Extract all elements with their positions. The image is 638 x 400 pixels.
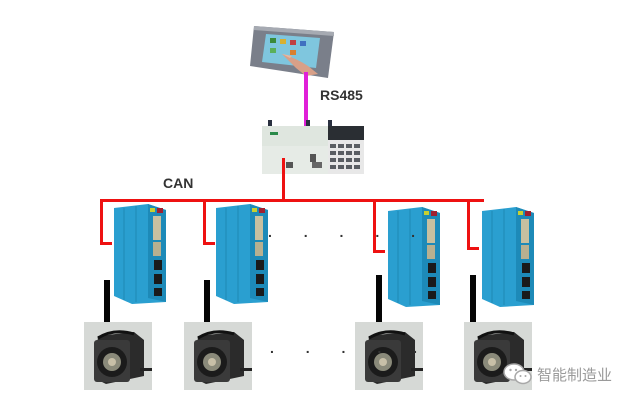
servo-drive-icon <box>216 204 268 304</box>
servo-motor-icon <box>84 322 152 390</box>
watermark: 智能制造业 <box>503 362 612 386</box>
rs485-label: RS485 <box>320 87 363 103</box>
servo-motor-3 <box>355 322 423 390</box>
can-drop-1 <box>100 199 103 245</box>
servo-motor-icon <box>355 322 423 390</box>
can-bus-line <box>100 199 484 202</box>
servo-drive-2 <box>212 204 268 304</box>
can-drop-3-stub <box>373 250 385 253</box>
wechat-icon <box>503 363 532 385</box>
can-drop-2 <box>203 199 206 245</box>
can-drop-2-stub <box>203 242 215 245</box>
can-label: CAN <box>163 175 194 191</box>
motors-ellipsis: . . . . . <box>270 340 432 356</box>
servo-drive-4 <box>478 207 534 307</box>
can-drop-4-stub <box>467 247 479 250</box>
servo-motor-4 <box>464 322 532 390</box>
can-drop-3 <box>373 199 376 253</box>
motor-cable-1 <box>104 280 110 324</box>
motor-cable-2 <box>204 280 210 324</box>
plc-icon <box>262 120 364 174</box>
servo-motor-2 <box>184 322 252 390</box>
servo-drive-3 <box>384 207 440 307</box>
motor-cable-3 <box>376 275 382 324</box>
servo-drive-1 <box>110 204 166 304</box>
servo-drive-icon <box>388 207 440 307</box>
can-drop-4 <box>467 199 470 250</box>
servo-motor-1 <box>84 322 152 390</box>
watermark-text: 智能制造业 <box>537 365 613 384</box>
can-riser <box>282 158 285 200</box>
servo-motor-icon <box>184 322 252 390</box>
servo-drive-icon <box>114 204 166 304</box>
touch-panel-icon <box>250 26 334 78</box>
motor-cable-4 <box>470 275 476 324</box>
servo-drive-icon <box>482 207 534 307</box>
drives-ellipsis: . . . . . <box>268 224 430 240</box>
plc-controller <box>260 116 366 176</box>
can-drop-1-stub <box>100 242 112 245</box>
hmi-touch-panel <box>246 18 341 86</box>
